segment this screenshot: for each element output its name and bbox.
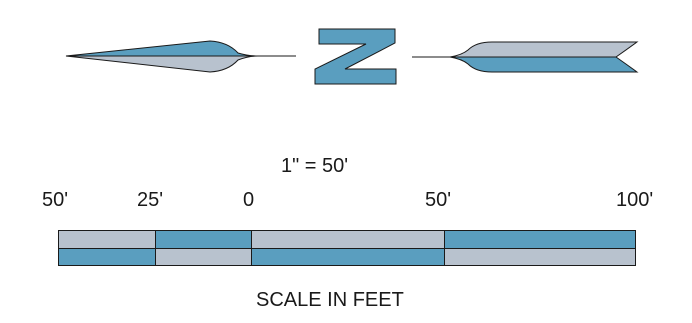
scale-bar-divider (59, 248, 635, 249)
scale-bar-divider (251, 231, 252, 265)
scale-bar-segment (251, 248, 444, 265)
scale-bar-segment (155, 248, 251, 265)
north-arrow-letter-z-icon (314, 28, 397, 85)
scale-bar-divider (444, 231, 445, 265)
scale-bar-segment (251, 231, 444, 248)
scale-bar-segment (59, 248, 155, 265)
scale-tick-label: 0 (243, 189, 255, 211)
scale-tick-label: 100' (616, 189, 654, 211)
north-arrow (65, 28, 639, 85)
scale-tick-label: 25' (137, 189, 164, 211)
north-arrow-right-shaft (412, 41, 639, 73)
scale-bar-segment (444, 248, 635, 265)
scale-bar-segment (155, 231, 251, 248)
scale-bar-divider (155, 231, 156, 265)
scale-caption: SCALE IN FEET (256, 289, 404, 311)
scale-ratio-label: 1" = 50' (281, 155, 349, 177)
north-arrow-left-needle (65, 40, 296, 73)
scale-tick-label: 50' (42, 189, 69, 211)
scale-bar (58, 230, 636, 266)
scale-tick-label: 50' (425, 189, 452, 211)
scale-bar-segment (59, 231, 155, 248)
scale-bar-segment (444, 231, 635, 248)
